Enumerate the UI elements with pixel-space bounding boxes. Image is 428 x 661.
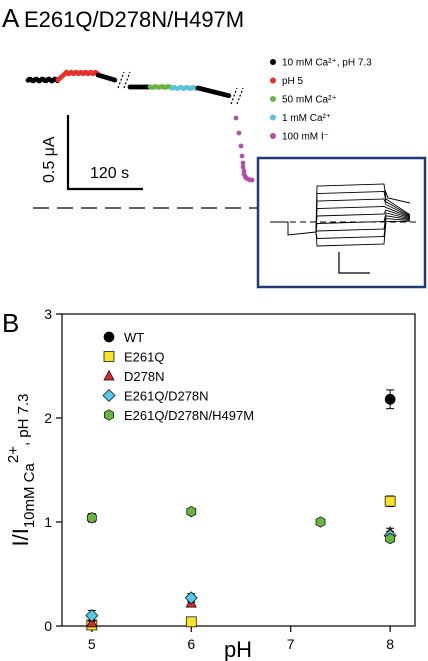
panel-b-letter: B <box>2 308 19 338</box>
legend-a-label: 10 mM Ca²⁺, pH 7.3 <box>282 58 372 69</box>
data-point-hexagon <box>385 532 396 545</box>
data-point-diamond <box>85 609 99 623</box>
data-point-triangle <box>86 616 98 628</box>
legend-label: WT <box>124 330 144 345</box>
data-point-hexagon <box>315 516 326 528</box>
chart-legend: WT E261Q D278N E261Q/D278N E261Q/D278N/H497M <box>102 330 254 423</box>
legend-marker-triangle <box>103 369 115 381</box>
x-tick-label: 5 <box>88 636 96 652</box>
data-point-hexagon <box>86 512 97 524</box>
legend-label: E261Q/D278N/H497M <box>124 408 254 423</box>
trace-point <box>233 115 239 121</box>
trace-point <box>226 93 232 99</box>
y-axis-label: I/I10mM Ca2+, pH 7.3 <box>5 393 38 546</box>
legend-marker-square <box>103 351 115 362</box>
scale-current-label: 0.5 μA <box>41 136 58 183</box>
legend-a-dot <box>270 96 276 102</box>
current-trace <box>25 69 255 183</box>
y-tick-label: 3 <box>44 306 52 322</box>
data-point-square <box>384 495 396 507</box>
scale-bars: 0.5 μA 120 s <box>41 115 143 191</box>
trace-point <box>236 130 242 136</box>
panel-a-letter: A <box>2 3 20 33</box>
trace-point <box>112 77 118 83</box>
y-tick-label: 2 <box>44 410 52 426</box>
legend-marker-circle <box>103 331 115 343</box>
axes: 5 6 7 8 0 1 2 3 <box>44 306 394 652</box>
legend-a-label: 50 mM Ca²⁺ <box>282 95 337 106</box>
x-tick-label: 7 <box>287 636 295 652</box>
x-tick-label: 6 <box>187 636 195 652</box>
panel-a-title: E261Q/D278N/H497M <box>24 7 244 32</box>
legend-a-dot <box>270 77 276 84</box>
x-tick-label: 8 <box>386 636 394 652</box>
data-point-hexagon <box>186 505 197 518</box>
legend-marker-diamond <box>102 389 116 402</box>
legend-a-dot <box>270 114 276 121</box>
trace-point <box>249 177 255 183</box>
legend-a-label: 100 mM I⁻ <box>282 132 329 143</box>
trace-point <box>240 164 246 170</box>
legend-a-dot <box>270 59 276 65</box>
trace-point <box>238 143 244 149</box>
legend-a-label: pH 5 <box>282 76 304 87</box>
data-point-square <box>185 616 197 628</box>
panel-a-legend: 10 mM Ca²⁺, pH 7.3 pH 5 50 mM Ca²⁺ 1 mM Ca²… <box>270 58 372 143</box>
legend-label: E261Q/D278N <box>124 389 209 404</box>
y-tick-label: 1 <box>44 514 52 530</box>
x-axis-label: pH <box>224 637 252 661</box>
data-points <box>85 389 397 631</box>
legend-a-label: 1 mM Ca²⁺ <box>282 113 331 124</box>
legend-label: E261Q <box>124 350 164 365</box>
legend-label: D278N <box>124 369 164 384</box>
legend-marker-hexagon <box>104 409 114 421</box>
trace-point <box>239 153 245 159</box>
data-point-diamond <box>184 591 198 605</box>
trace-point <box>240 160 246 166</box>
plot-frame <box>61 313 416 627</box>
legend-a-dot <box>270 133 276 139</box>
scale-time-label: 120 s <box>90 165 129 182</box>
break-marks <box>117 71 244 105</box>
data-point-circle <box>384 393 396 405</box>
y-tick-label: 0 <box>44 618 52 634</box>
inset-family-traces <box>256 156 427 289</box>
